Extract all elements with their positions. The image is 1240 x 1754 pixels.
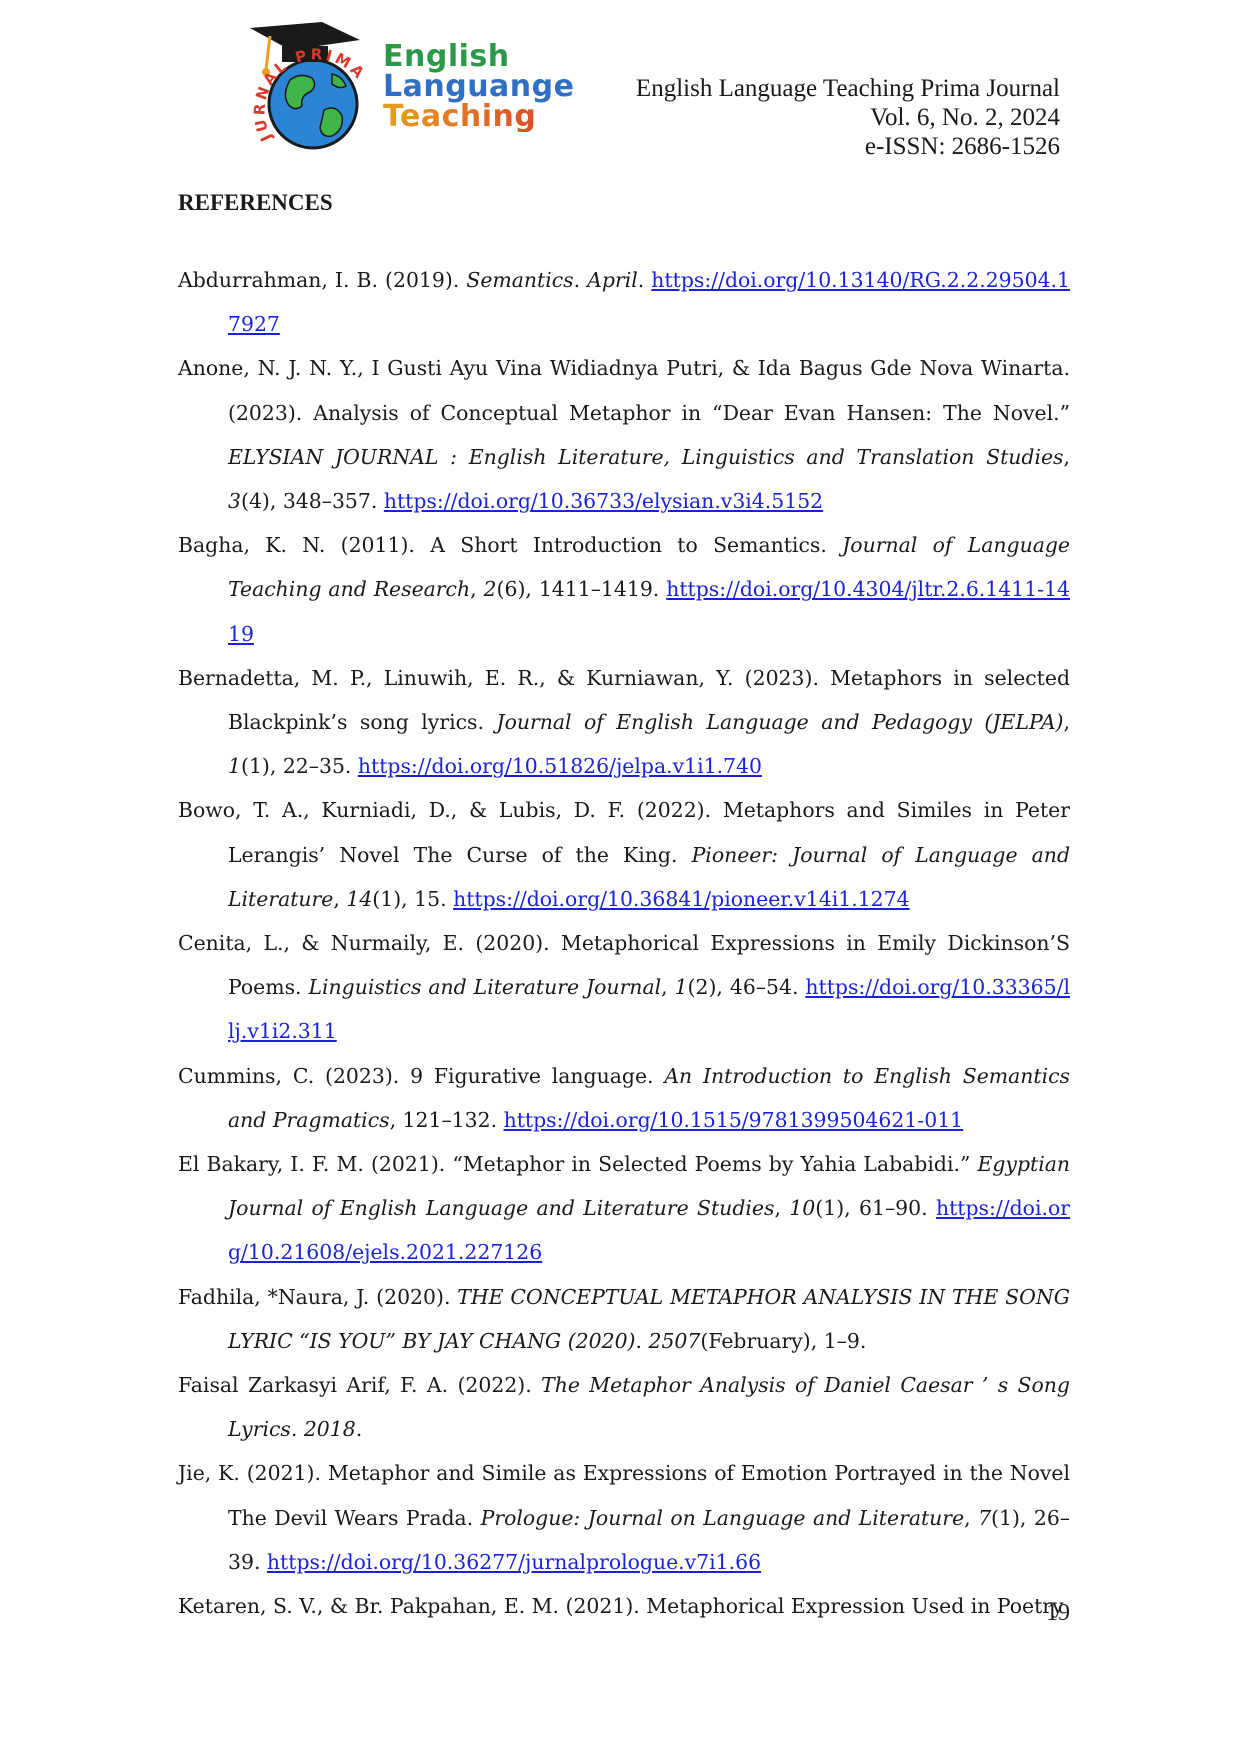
page-number: 19 [1046,1600,1070,1626]
doi-link[interactable]: https://doi.org/10.21608/ejels.2021.2271… [228,1196,1070,1265]
reference-list: Abdurrahman, I. B. (2019). Semantics. Ap… [178,258,1070,1628]
reference-italic-text: Egyptian Journal of English Language and… [228,1152,1070,1221]
reference-text: Cenita, L., & Nurmaily, E. (2020). Metap… [178,931,1070,1000]
reference-text: El Bakary, I. F. M. (2021). “Metaphor in… [178,1152,978,1177]
logo-line-1: English [383,39,510,74]
reference-entry: Bagha, K. N. (2011). A Short Introductio… [178,523,1070,656]
doi-link[interactable]: https://doi.org/10.33365/llj.v1i2.311 [228,975,1070,1044]
reference-italic-text: 14 [346,886,373,911]
reference-text: . [637,268,652,292]
reference-entry: El Bakary, I. F. M. (2021). “Metaphor in… [178,1142,1070,1275]
reference-text: , [1063,710,1071,735]
reference-text: (1), 15. [372,886,454,911]
reference-entry: Ketaren, S. V., & Br. Pakpahan, E. M. (2… [178,1584,1070,1628]
doi-link[interactable]: https://doi.org/10.13140/RG.2.2.29504.17… [228,268,1071,337]
reference-text: Bernadetta, M. P., Linuwih, E. R., & Kur… [178,665,1070,735]
reference-entry: Bernadetta, M. P., Linuwih, E. R., & Kur… [178,656,1070,789]
reference-text: (2), 46–54. [687,975,806,1000]
reference-entry: Cenita, L., & Nurmaily, E. (2020). Metap… [178,921,1070,1054]
journal-issn: e-ISSN: 2686-1526 [864,133,1060,160]
reference-italic-text: THE CONCEPTUAL METAPHOR ANALYSIS IN THE … [228,1284,1070,1353]
logo-line-2: Languange [383,69,575,104]
reference-text: Faisal Zarkasyi Arif, F. A. (2022). [178,1373,542,1398]
reference-italic-text: Semantics [466,268,574,292]
reference-text: (6), 1411–1419. [496,577,667,602]
reference-italic-text: Pioneer: Journal of Language and Literat… [228,842,1070,911]
reference-italic-text: Prologue: Journal on Language and Litera… [480,1505,965,1530]
reference-text: , 121–132. [389,1107,504,1132]
reference-italic-text: 2018 [303,1417,356,1442]
reference-text: , [774,1196,790,1221]
reference-italic-text: Journal of English Language and Pedagogy… [496,710,1064,735]
reference-entry: Jie, K. (2021). Metaphor and Simile as E… [178,1451,1070,1584]
reference-italic-text: 2 [483,577,497,602]
reference-italic-text: An Introduction to English Semantics and… [228,1063,1070,1132]
reference-entry: Bowo, T. A., Kurniadi, D., & Lubis, D. F… [178,788,1070,921]
reference-text: , [470,577,484,602]
reference-entry: Faisal Zarkasyi Arif, F. A. (2022). The … [178,1363,1070,1451]
doi-link[interactable]: https://doi.org/10.1515/9781399504621-01… [503,1107,964,1132]
globe-graduation-cap-icon: JURNAL PRIMA [250,22,367,150]
reference-italic-text: 10 [789,1196,816,1221]
reference-text: (1), 61–90. [815,1196,936,1221]
reference-text: (4), 348–357. [240,489,384,514]
reference-text: Ketaren, S. V., & Br. Pakpahan, E. M. (2… [178,1594,1064,1619]
reference-text: , [661,975,675,1000]
reference-italic-text: 1 [674,975,688,1000]
reference-entry: Abdurrahman, I. B. (2019). Semantics. Ap… [178,258,1070,346]
doi-link[interactable]: https://doi.org/10.4304/jltr.2.6.1411-14… [228,577,1071,646]
reference-italic-text: ELYSIAN JOURNAL : English Literature, Li… [228,444,1064,469]
reference-text: Anone, N. J. N. Y., I Gusti Ayu Vina Wid… [178,356,1070,425]
reference-text: Cummins, C. (2023). 9 Figurative languag… [178,1063,665,1088]
reference-text: , [1063,444,1070,469]
reference-text: , [333,886,347,911]
doi-link[interactable]: https://doi.org/10.36733/elysian.v3i4.51… [383,489,824,514]
reference-italic-text: The Metaphor Analysis of Daniel Caesar ’… [228,1373,1070,1442]
reference-text: Jie, K. (2021). Metaphor and Simile as E… [178,1461,1070,1530]
logo-wordmark: English Languange Teaching [383,42,574,132]
reference-entry: Fadhila, *Naura, J. (2020). THE CONCEPTU… [178,1275,1070,1363]
reference-entry: Anone, N. J. N. Y., I Gusti Ayu Vina Wid… [178,346,1070,523]
reference-entry: Cummins, C. (2023). 9 Figurative languag… [178,1054,1070,1142]
reference-italic-text: 1 [228,754,241,779]
section-title: REFERENCES [178,190,333,215]
reference-italic-text: April [587,268,638,292]
reference-text: . [355,1417,363,1442]
reference-text: Fadhila, *Naura, J. (2020). [178,1284,458,1309]
journal-logo: JURNAL PRIMA [240,18,540,170]
doi-link[interactable]: https://doi.org/10.36841/pioneer.v14i1.1… [453,886,910,911]
reference-italic-text: 3 [228,489,241,514]
doi-link[interactable]: https://doi.org/10.36277/jurnalprologue.… [266,1549,762,1574]
reference-italic-text: 7 [978,1505,992,1530]
reference-text: (1), 26–39. [228,1505,1071,1574]
reference-text: . [290,1417,304,1442]
reference-text: , [964,1505,979,1530]
reference-text: . [635,1328,649,1353]
journal-name: English Language Teaching Prima Journal [635,75,1060,102]
reference-italic-text: 2507 [648,1328,701,1353]
reference-text: (1), 22–35. [240,754,358,779]
doi-link[interactable]: https://doi.org/10.51826/jelpa.v1i1.740 [357,754,762,779]
reference-text: Abdurrahman, I. B. (2019). [178,268,467,292]
logo-line-3: Teaching [383,102,574,132]
reference-text: (February), 1–9. [700,1328,867,1353]
reference-italic-text: Journal of Language Teaching and Researc… [228,533,1070,602]
reference-italic-text: Linguistics and Literature Journal [308,975,662,1000]
journal-info: English Language Teaching Prima Journal … [636,74,1060,161]
journal-volume: Vol. 6, No. 2, 2024 [870,104,1060,131]
reference-text: Bagha, K. N. (2011). A Short Introductio… [178,533,843,558]
reference-text: . [573,268,588,292]
reference-text: Bowo, T. A., Kurniadi, D., & Lubis, D. F… [178,798,1070,867]
